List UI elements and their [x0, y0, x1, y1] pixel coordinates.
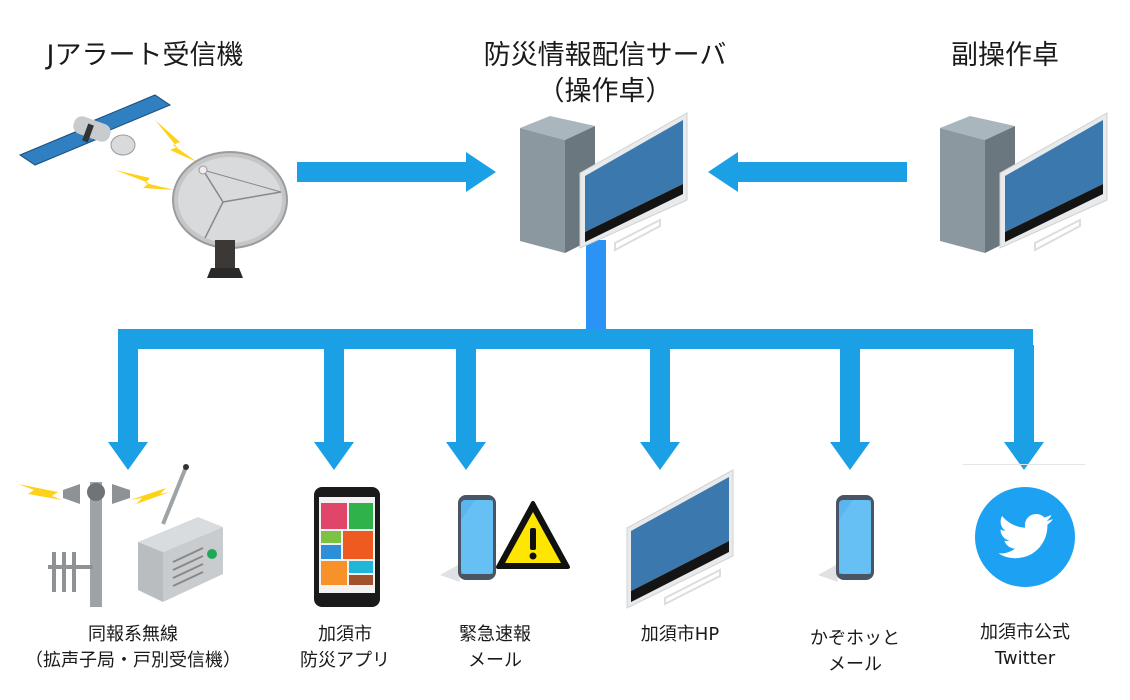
server-title-line2: （操作卓） — [537, 76, 673, 107]
output-label-5-line2: メール — [828, 654, 882, 675]
phone-warning-icon — [440, 495, 570, 582]
warning-icon — [496, 501, 570, 569]
output-label-3: 緊急速報 メール — [440, 622, 550, 674]
smartphone-icon — [440, 495, 496, 582]
jalert-title: Jアラート受信機 — [46, 40, 244, 71]
arrow-trunk — [586, 240, 606, 330]
lightning-icon — [115, 170, 175, 190]
sub-server-monitor-icon — [940, 112, 1108, 253]
output-label-2: 加須市 防災アプリ — [290, 622, 400, 674]
smartphone-app-icon — [314, 487, 380, 607]
lightning-icon — [18, 484, 62, 500]
arrow-bus — [118, 329, 1033, 349]
arrow-drop-2 — [314, 345, 354, 470]
twitter-divider — [963, 464, 1085, 465]
lightning-icon — [130, 488, 170, 504]
arrow-jalert-to-server — [297, 152, 496, 192]
output-label-5-line1: かぞホッと — [810, 628, 900, 649]
server-title-line1: 防災情報配信サーバ — [483, 40, 727, 71]
server-monitor-icon — [520, 112, 688, 253]
output-label-6-line2: Twitter — [994, 648, 1056, 669]
arrow-drop-6 — [1004, 345, 1044, 470]
smartphone-icon — [818, 495, 874, 582]
output-label-6: 加須市公式 Twitter — [960, 620, 1090, 672]
server-title: 防災情報配信サーバ （操作卓） — [470, 38, 740, 110]
arrow-drop-4 — [640, 345, 680, 470]
arrow-subconsole-to-server — [708, 152, 907, 192]
arrow-drop-5 — [830, 345, 870, 470]
monitor-icon — [579, 112, 688, 252]
output-label-2-line1: 加須市 — [318, 624, 372, 645]
output-label-3-line2: メール — [468, 650, 522, 671]
monitor-icon — [626, 469, 734, 609]
output-label-1-line1: 同報系無線 — [88, 624, 178, 645]
output-label-1: 同報系無線 （拡声子局・戸別受信機） — [8, 622, 258, 674]
arrow-drop-1 — [108, 345, 148, 470]
loudspeaker-radio-icon — [18, 464, 223, 607]
output-label-6-line1: 加須市公式 — [980, 622, 1070, 643]
sub-console-title: 副操作卓 — [951, 40, 1059, 71]
output-label-1-line2: （拡声子局・戸別受信機） — [25, 650, 241, 671]
twitter-bird-icon — [975, 487, 1075, 587]
satellite-icon — [18, 94, 172, 166]
loudspeaker-pole-icon — [48, 482, 130, 607]
radio-icon — [138, 464, 223, 602]
output-label-2-line2: 防災アプリ — [300, 650, 390, 671]
output-label-3-line1: 緊急速報 — [459, 624, 531, 645]
output-label-5: かぞホッと メール — [795, 626, 915, 678]
output-label-4-line1: 加須市HP — [640, 624, 720, 645]
satellite-dish-icon — [18, 94, 288, 278]
arrow-drop-3 — [446, 345, 486, 470]
lightning-icon — [155, 120, 197, 162]
output-label-4: 加須市HP — [615, 622, 745, 648]
